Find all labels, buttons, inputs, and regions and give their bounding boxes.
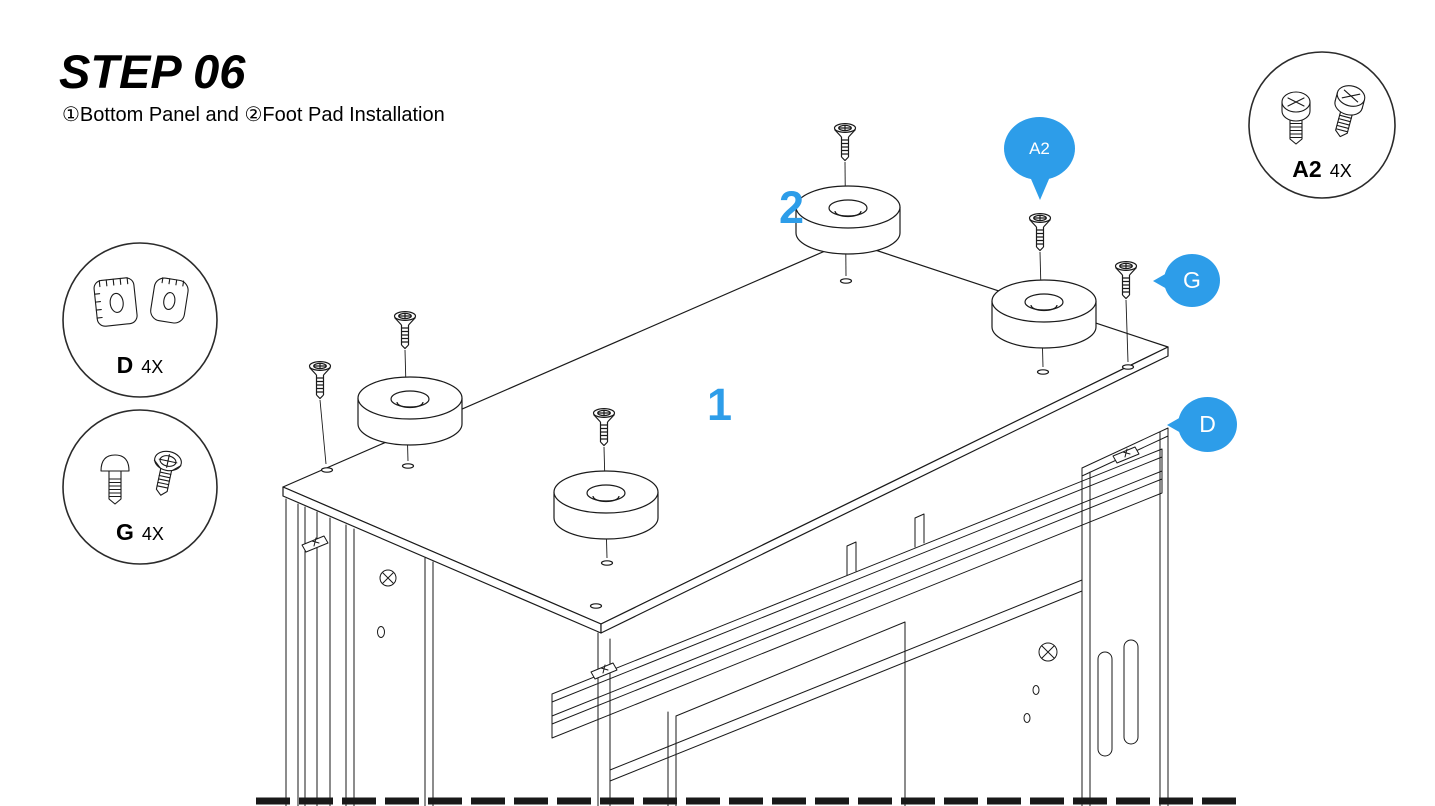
g-screw-icon: [153, 450, 182, 496]
bottom-panel-drawing: [282, 240, 1169, 634]
bottom-opening: [667, 621, 906, 806]
legend-d-code: D: [116, 352, 134, 378]
left-columns: [285, 498, 331, 806]
lower-shelf-edges: [609, 579, 1083, 782]
screw-icon: [833, 122, 857, 162]
g-screw-icon: [100, 454, 130, 505]
callout-d-balloon: D: [1178, 397, 1237, 452]
part-label-foot-pad: 2: [779, 182, 805, 233]
step-title: STEP 06: [59, 45, 246, 98]
legend-g-code: G: [116, 519, 134, 545]
screw-icon: [393, 311, 417, 350]
clip-nut-d-icon: [301, 535, 329, 553]
center-posts: [597, 632, 611, 806]
a2-screw-icon: [1334, 85, 1366, 138]
legend-a2-qty: 4X: [1329, 161, 1352, 181]
callout-a2-label: A2: [1029, 138, 1050, 158]
foot-pad-icon: [991, 279, 1097, 349]
panel-screw-holes: [320, 278, 1135, 609]
front-rail: [551, 448, 1163, 739]
side-slot-1: [1097, 651, 1113, 757]
frame-drawing: [285, 427, 1169, 806]
plate-hole: [377, 626, 385, 638]
part-label-bottom-panel: 1: [707, 379, 733, 430]
clip-part-icon: [93, 277, 138, 327]
callout-g-balloon: G: [1164, 254, 1220, 307]
legend-d-label: D 4X: [63, 352, 217, 379]
side-slot-2: [1123, 639, 1139, 745]
legend-g-qty: 4X: [141, 524, 164, 544]
legend-g-circle: [62, 409, 218, 565]
clip-nut-d-icon: [1112, 446, 1140, 464]
foot-pad-icon: [795, 185, 901, 255]
legend-d-qty: 4X: [141, 357, 164, 377]
callout-a2-balloon: A2: [1004, 117, 1075, 180]
legend-part-icons: [93, 85, 1366, 505]
screw-icon: [1114, 261, 1138, 300]
foot-pad-icon: [553, 470, 659, 540]
clip-nut-d-icon: [590, 662, 618, 680]
callout-g-label: G: [1183, 267, 1201, 293]
left-plate: [345, 524, 434, 806]
foot-pad-icon: [357, 376, 463, 446]
screw-icon: [1028, 213, 1052, 252]
a2-screw-icon: [1281, 91, 1311, 145]
legend-a2-label: A2 4X: [1249, 156, 1395, 183]
legend-g-label: G 4X: [63, 519, 217, 546]
screw-icon: [308, 361, 332, 400]
legend-a2-code: A2: [1292, 156, 1322, 182]
callout-d-label: D: [1199, 411, 1216, 437]
right-side-panel: [1081, 427, 1169, 806]
step-subtitle: ①Bottom Panel and ②Foot Pad Installation: [62, 104, 445, 126]
rail-notch-1: [846, 541, 857, 576]
rail-notch-2: [914, 513, 925, 548]
clip-part-icon: [150, 277, 189, 324]
